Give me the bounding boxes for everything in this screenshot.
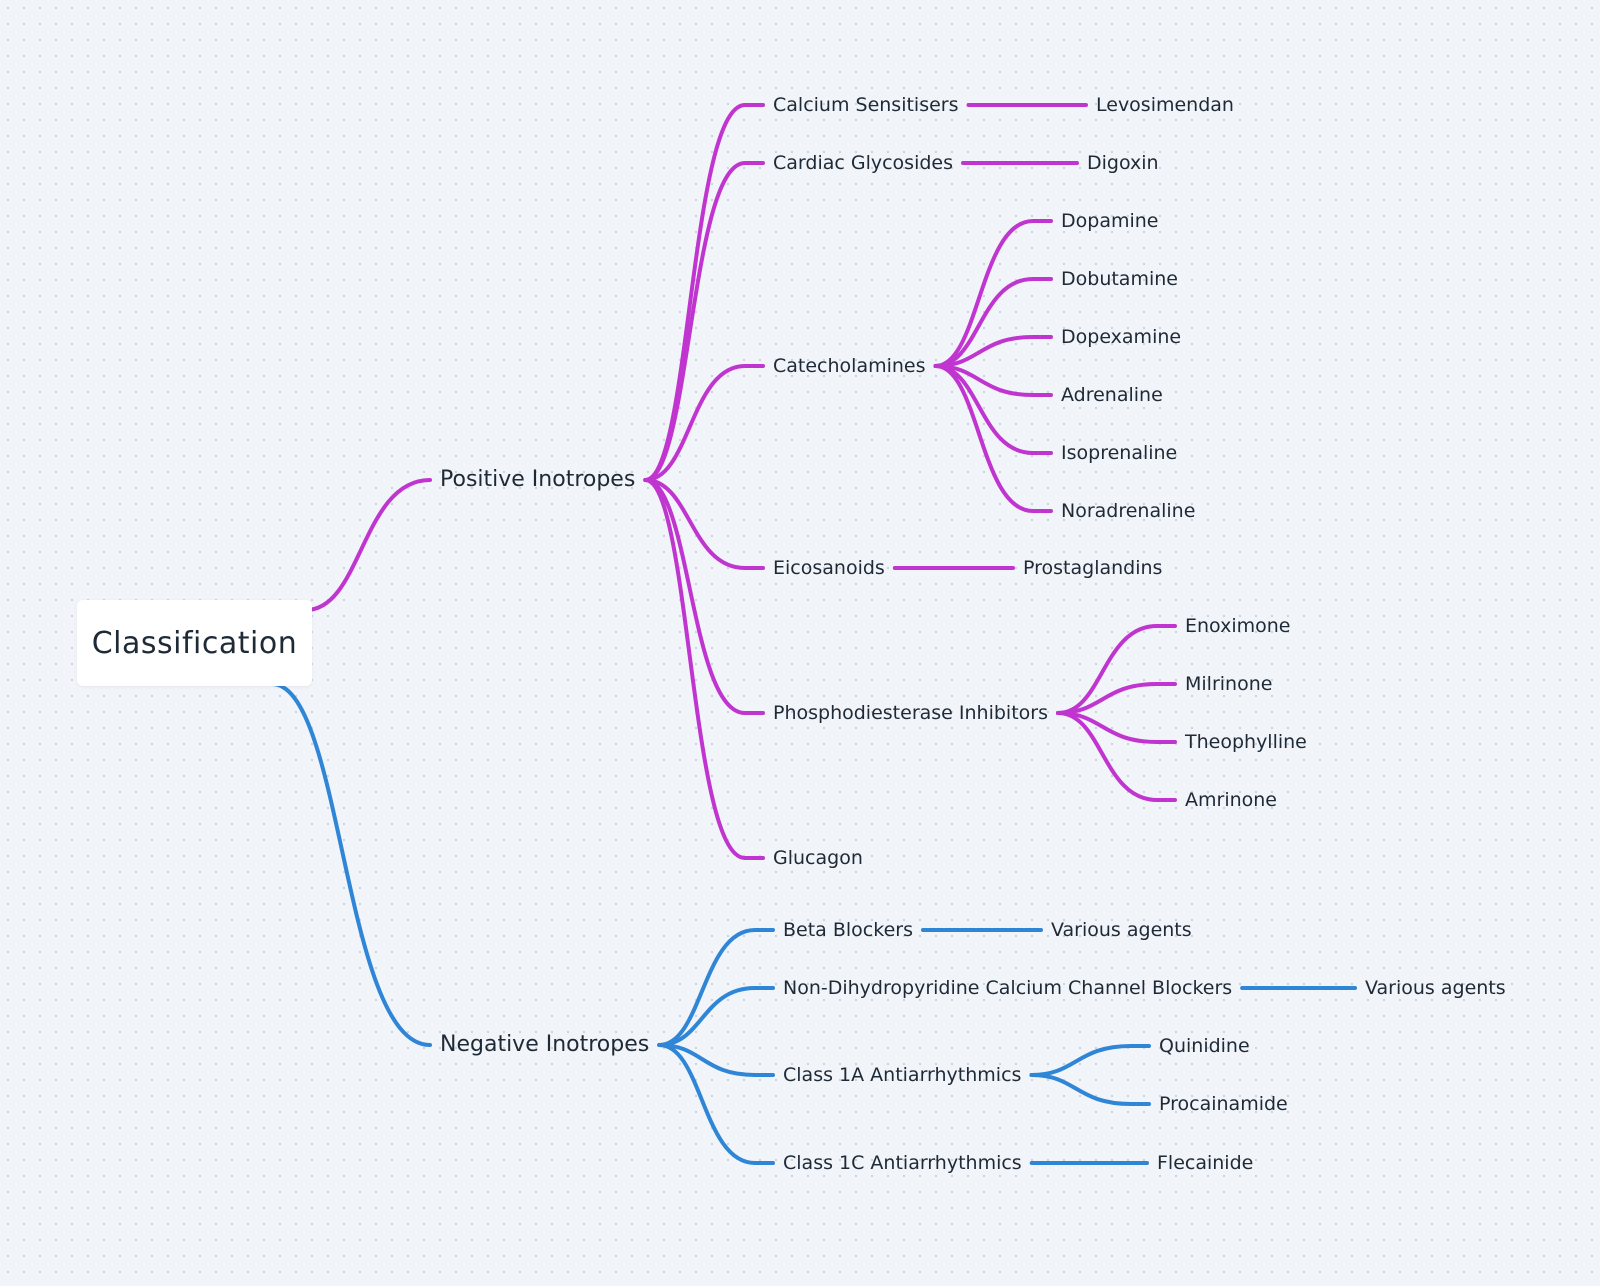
leaf-dopexamine[interactable]: Dopexamine xyxy=(1061,325,1182,348)
leaf-dopamine[interactable]: Dopamine xyxy=(1061,209,1159,232)
node-calcium-sensitisers[interactable]: Calcium Sensitisers xyxy=(773,93,959,116)
node-glucagon[interactable]: Glucagon xyxy=(773,846,863,869)
edge-positive-2 xyxy=(643,364,765,482)
leaf-procainamide[interactable]: Procainamide xyxy=(1159,1092,1288,1115)
edge-pde-inhibitors-1 xyxy=(1056,682,1177,715)
edge-pde-inhibitors-2 xyxy=(1056,711,1177,744)
edge-positive-5 xyxy=(643,478,765,860)
edge-catecholamines-0 xyxy=(933,219,1053,368)
edge-class-1a-0 xyxy=(1029,1044,1151,1077)
leaf-isoprenaline[interactable]: Isoprenaline xyxy=(1061,441,1178,464)
edge-negative-2 xyxy=(657,1043,775,1077)
edge-catecholamines-2 xyxy=(933,335,1053,368)
edge-negative-0 xyxy=(657,928,775,1047)
node-eicosanoids[interactable]: Eicosanoids xyxy=(773,556,885,579)
leaf-noradrenaline[interactable]: Noradrenaline xyxy=(1061,499,1196,522)
leaf-various-agents-beta[interactable]: Various agents xyxy=(1051,918,1192,941)
node-beta-blockers[interactable]: Beta Blockers xyxy=(783,918,913,941)
leaf-milrinone[interactable]: Milrinone xyxy=(1185,672,1273,695)
edge-catecholamines-3 xyxy=(933,364,1053,397)
leaf-digoxin[interactable]: Digoxin xyxy=(1087,151,1159,174)
branch-negative-inotropes[interactable]: Negative Inotropes xyxy=(440,1032,650,1057)
leaf-quinidine[interactable]: Quinidine xyxy=(1159,1034,1250,1057)
node-phosphodiesterase-inhibitors[interactable]: Phosphodiesterase Inhibitors xyxy=(773,701,1048,724)
edge-root-positive xyxy=(304,478,432,612)
root-node-classification[interactable]: Classification xyxy=(77,600,312,686)
edge-negative-1 xyxy=(657,986,775,1047)
leaf-adrenaline[interactable]: Adrenaline xyxy=(1061,383,1163,406)
leaf-flecainide[interactable]: Flecainide xyxy=(1157,1151,1254,1174)
branch-positive-inotropes[interactable]: Positive Inotropes xyxy=(440,467,636,492)
edge-catecholamines-4 xyxy=(933,364,1053,455)
leaf-enoximone[interactable]: Enoximone xyxy=(1185,614,1291,637)
node-class-1c-antiarrhythmics[interactable]: Class 1C Antiarrhythmics xyxy=(783,1151,1022,1174)
leaf-prostaglandins[interactable]: Prostaglandins xyxy=(1023,556,1163,579)
leaf-theophylline[interactable]: Theophylline xyxy=(1185,730,1307,753)
edge-positive-4 xyxy=(643,478,765,715)
node-cardiac-glycosides[interactable]: Cardiac Glycosides xyxy=(773,151,953,174)
root-node-label: Classification xyxy=(91,625,298,661)
node-class-1a-antiarrhythmics[interactable]: Class 1A Antiarrhythmics xyxy=(783,1063,1022,1086)
leaf-dobutamine[interactable]: Dobutamine xyxy=(1061,267,1178,290)
leaf-amrinone[interactable]: Amrinone xyxy=(1185,788,1277,811)
edge-catecholamines-1 xyxy=(933,277,1053,368)
leaf-levosimendan[interactable]: Levosimendan xyxy=(1096,93,1234,116)
edge-positive-1 xyxy=(643,161,765,482)
node-non-dihydropyridine-ccb[interactable]: Non-Dihydropyridine Calcium Channel Bloc… xyxy=(783,976,1233,999)
edge-positive-3 xyxy=(643,478,765,570)
edge-root-negative xyxy=(270,682,432,1047)
edge-negative-3 xyxy=(657,1043,775,1165)
node-catecholamines[interactable]: Catecholamines xyxy=(773,354,926,377)
edge-pde-inhibitors-0 xyxy=(1056,624,1177,715)
edge-pde-inhibitors-3 xyxy=(1056,711,1177,802)
edge-catecholamines-5 xyxy=(933,364,1053,513)
edge-class-1a-1 xyxy=(1029,1073,1151,1106)
leaf-various-agents-ccb[interactable]: Various agents xyxy=(1365,976,1506,999)
